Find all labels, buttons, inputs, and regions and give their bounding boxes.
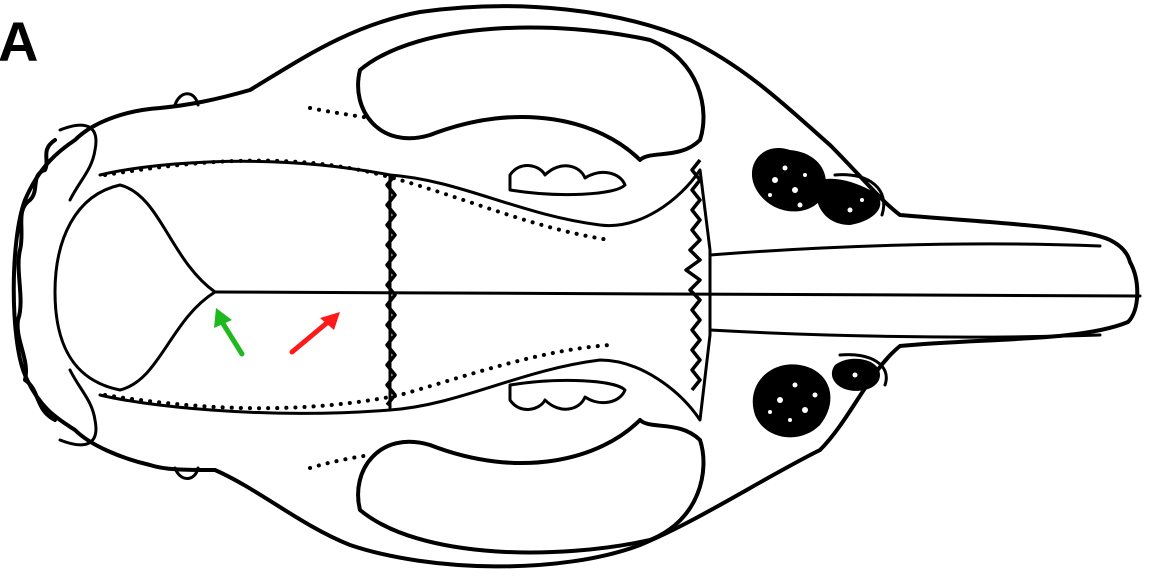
lower-zygomatic <box>358 420 703 552</box>
orbit-dots-upper <box>310 108 370 118</box>
green-arrow <box>214 308 242 354</box>
nasal-line-upper <box>710 244 1100 255</box>
orbit-dots-lower <box>310 455 370 468</box>
parietal-upper <box>100 161 390 175</box>
temporal-line-lower <box>105 345 610 408</box>
upper-ossicles <box>510 166 625 195</box>
frontonasal-suture <box>686 160 700 390</box>
upper-nasal-foramen <box>752 148 884 225</box>
skull-outline <box>14 6 1138 566</box>
lower-nasal-foramen <box>753 355 887 438</box>
occipital-crest <box>18 140 55 420</box>
midline-suture <box>215 292 1140 296</box>
parietal-lower <box>100 395 390 413</box>
nasal-line-lower <box>710 330 1100 337</box>
interparietal <box>55 185 215 390</box>
coronal-suture <box>387 175 395 405</box>
upper-zygomatic <box>358 28 703 160</box>
lower-ossicles <box>510 380 625 409</box>
red-arrow <box>292 312 340 352</box>
temporal-line-upper <box>105 161 610 240</box>
